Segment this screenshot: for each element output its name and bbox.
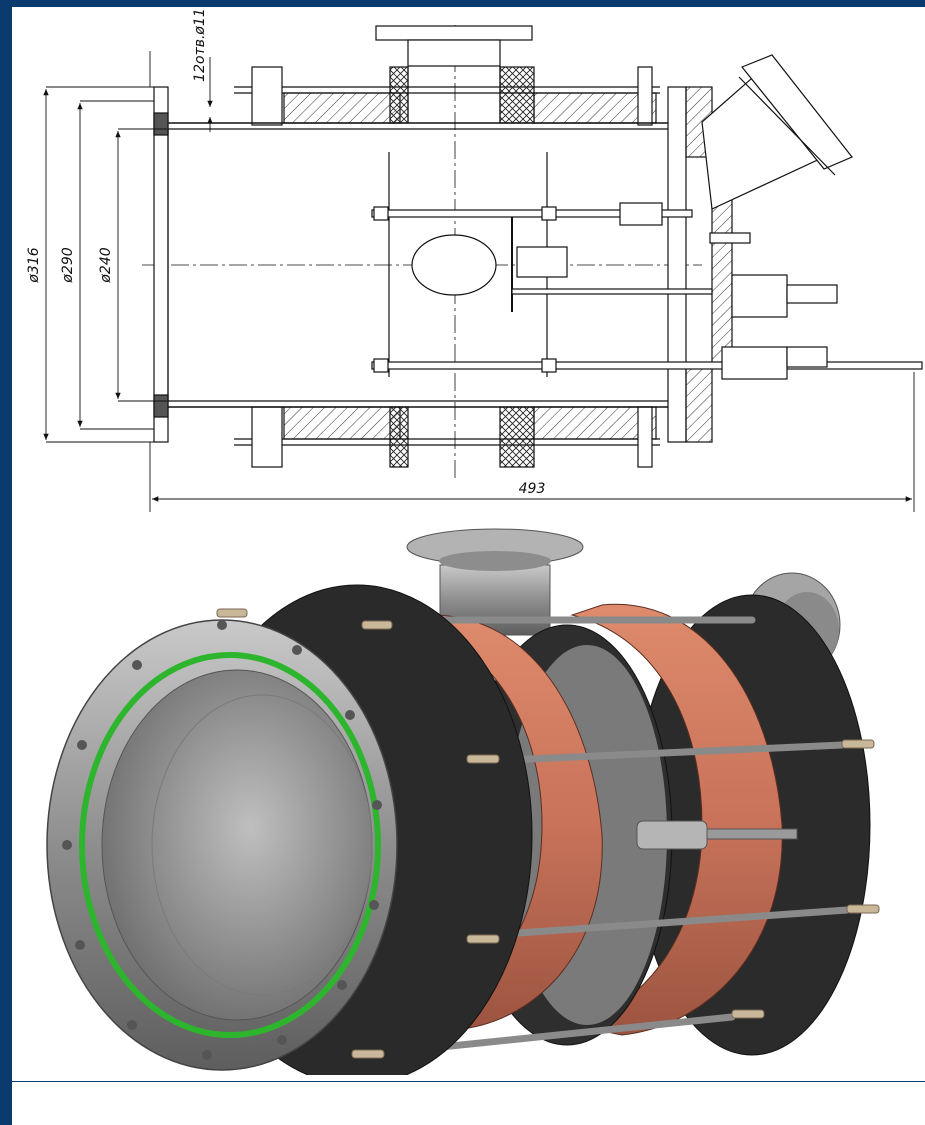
- lower-spacer-right: [499, 406, 535, 468]
- dimension-label-length: 493: [519, 481, 546, 497]
- lower-coil-section-left: [283, 406, 401, 440]
- feedthrough-3d: [636, 820, 708, 850]
- left-flange: [153, 86, 169, 443]
- lower-spacer-left: [389, 406, 409, 468]
- footer-divider: [12, 1081, 925, 1082]
- central-viewport: [411, 234, 497, 296]
- feedthrough-lower: [721, 346, 788, 380]
- dimension-label-d316: ø316: [26, 247, 42, 283]
- upper-spacer-right: [499, 66, 535, 124]
- feedthrough-upper: [731, 274, 788, 318]
- frame-left-bar: [0, 0, 12, 1125]
- upper-coil-section-left: [283, 92, 401, 124]
- dimension-label-holes: 12отв.ø11: [192, 8, 208, 82]
- dimension-label-d290: ø290: [60, 247, 76, 283]
- frame-top-bar: [0, 0, 925, 7]
- upper-spacer-left: [389, 66, 409, 124]
- chamber-3d-render: [46, 528, 880, 1075]
- top-port-flange: [375, 25, 533, 41]
- chamber-bore: [101, 669, 373, 1021]
- technical-drawing: ø316 ø290 ø240 12отв.ø11 493: [26, 8, 923, 512]
- seal-ring: [79, 652, 381, 1038]
- right-end-plate: [667, 86, 687, 443]
- dimension-label-d240: ø240: [98, 247, 114, 283]
- feedthrough-inner: [516, 246, 568, 278]
- rear-coil: [570, 603, 783, 1036]
- upper-coil-section-right: [533, 92, 657, 124]
